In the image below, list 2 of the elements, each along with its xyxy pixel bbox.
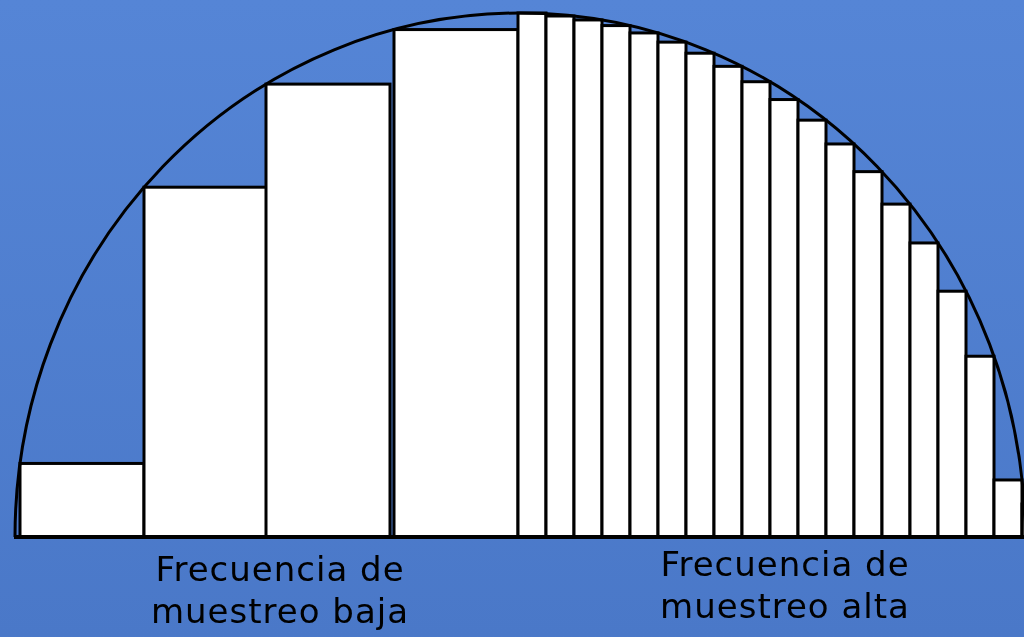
caption-text: Frecuencia de muestreo alta bbox=[659, 543, 911, 627]
caption-text: Frecuencia de muestreo baja bbox=[149, 548, 411, 632]
